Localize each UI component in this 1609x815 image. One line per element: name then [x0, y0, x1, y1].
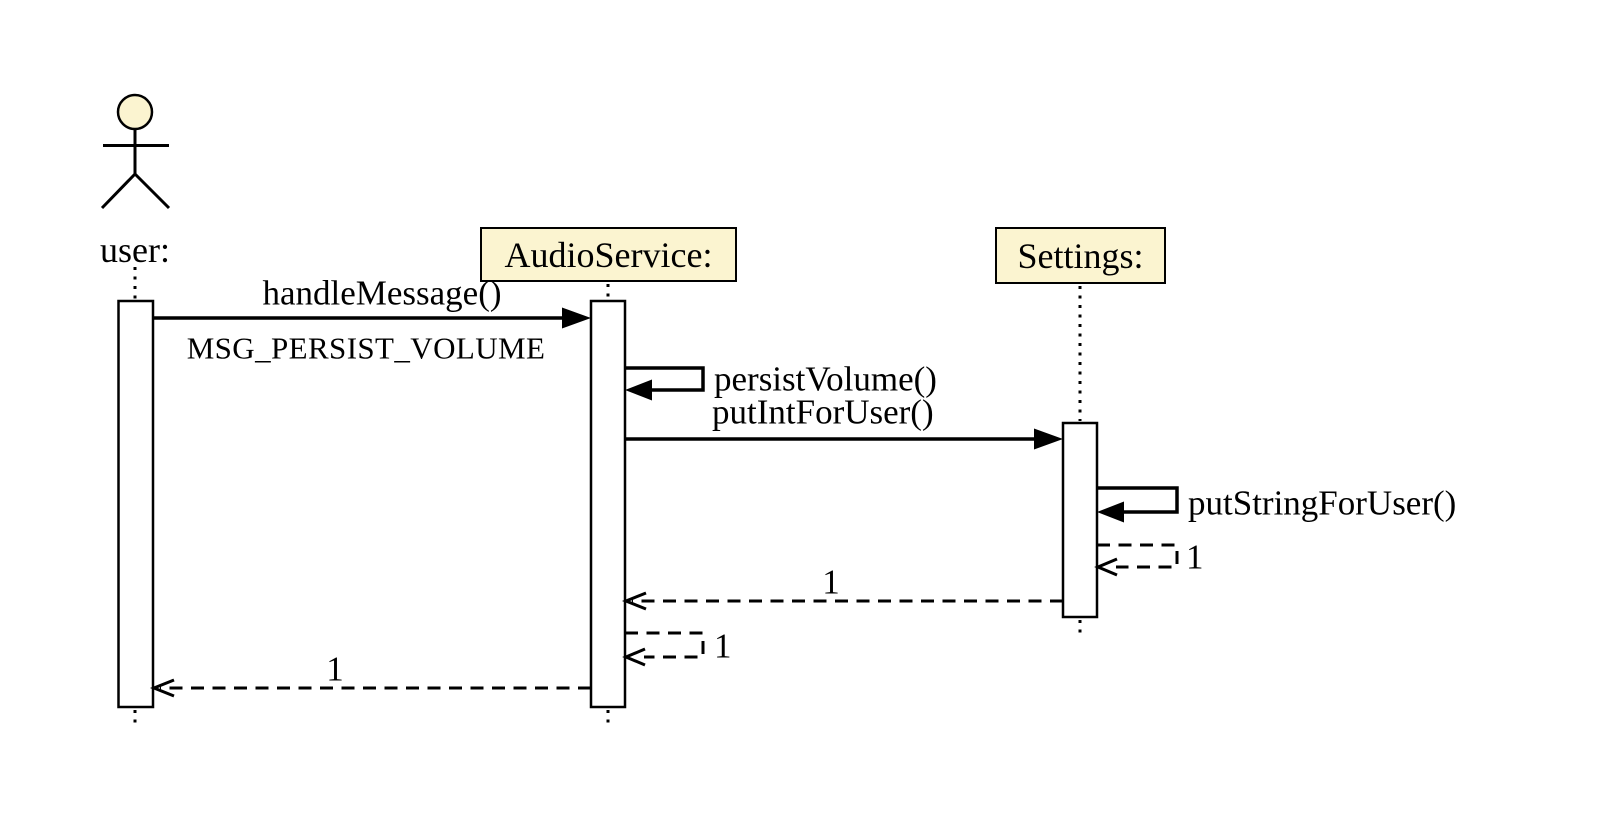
persistvolume-selfcall-loop: [625, 366, 705, 392]
message-label-putstringforuser: putStringForUser(): [1188, 483, 1457, 523]
persistvolume-arrowhead: [625, 379, 652, 401]
user-actor-icon: [100, 93, 171, 210]
message-sublabel-msg-persist-volume: MSG_PERSIST_VOLUME: [186, 330, 546, 366]
activation-bars: [117, 299, 1099, 709]
return-label-settings-self: 1: [1186, 537, 1204, 577]
participant-box-settings: Settings:: [995, 227, 1166, 284]
lifelines: [133, 267, 1082, 729]
return-label-settings-to-audioservice: 1: [822, 562, 840, 602]
return-arrows: [160, 543, 1179, 690]
return-label-audioservice-self: 1: [714, 626, 732, 666]
actor-leg-left: [100, 172, 137, 210]
return-label-audioservice-to-user: 1: [326, 649, 344, 689]
user-return-arrowhead: [149, 678, 175, 698]
message-label-putintforuser: putIntForUser(): [712, 392, 934, 432]
participant-box-audioservice: AudioService:: [480, 227, 737, 282]
participant-label-settings: Settings:: [1017, 235, 1144, 276]
return-arrowheads: [149, 557, 1118, 698]
settings-activation-bar: [1061, 421, 1099, 619]
audioservice-selfreturn-loop: [625, 631, 705, 659]
message-label-persistvolume: persistVolume(): [714, 359, 937, 399]
settings-return-arrowhead: [621, 591, 647, 611]
message-label-handlemessage: handleMessage(): [262, 273, 502, 313]
actor-head: [116, 93, 154, 131]
call-arrowheads: [562, 307, 1124, 523]
audioservice-selfreturn-arrowhead: [622, 647, 646, 667]
putstringforuser-selfcall-loop: [1097, 486, 1179, 514]
settings-selfreturn-loop: [1097, 543, 1179, 569]
putstringforuser-arrowhead: [1097, 501, 1124, 523]
actor-leg-right: [133, 172, 171, 210]
settings-selfreturn-arrowhead: [1094, 557, 1118, 577]
putintforuser-arrowhead: [1034, 428, 1063, 450]
participant-label-user: user:: [100, 230, 170, 270]
audioservice-activation-bar: [589, 299, 627, 709]
call-arrows: [153, 316, 1179, 514]
user-activation-bar: [117, 299, 155, 709]
handlemessage-arrowhead: [562, 307, 591, 329]
participant-label-audioservice: AudioService:: [504, 234, 713, 275]
